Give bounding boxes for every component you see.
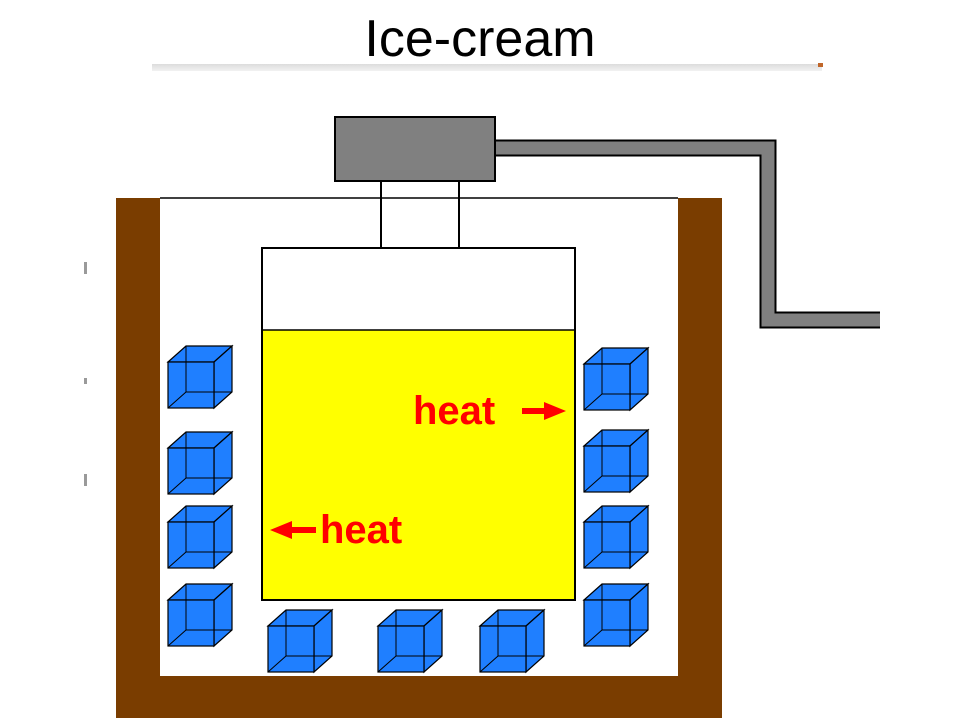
- motor-housing: [334, 116, 496, 182]
- ice-cube: [167, 431, 233, 495]
- tub-floor: [116, 676, 722, 718]
- ice-cube: [267, 609, 333, 673]
- tub-right-wall: [678, 198, 722, 718]
- ice-cube: [167, 583, 233, 647]
- ice-cube: [167, 345, 233, 409]
- heat-arrow-right-icon: [522, 402, 566, 420]
- ice-cube: [583, 505, 649, 569]
- ice-cube: [377, 609, 443, 673]
- title-divider: [152, 64, 822, 71]
- crank-handle: [496, 141, 880, 327]
- ice-cube: [583, 583, 649, 647]
- heat-label-left: heat: [320, 508, 402, 552]
- ice-cream-mixture: [263, 330, 574, 599]
- ice-cube: [167, 505, 233, 569]
- ice-cube: [583, 347, 649, 411]
- ice-cube: [479, 609, 545, 673]
- ice-cube: [583, 429, 649, 493]
- edge-artifact: [84, 378, 87, 384]
- tub-left-wall: [116, 198, 160, 718]
- heat-label-right: heat: [413, 389, 495, 433]
- heat-arrow-left-icon: [270, 521, 316, 539]
- title-divider-tip: [818, 63, 823, 67]
- edge-artifact: [84, 262, 87, 274]
- edge-artifact: [84, 474, 87, 486]
- page-title: Ice-cream: [364, 10, 596, 68]
